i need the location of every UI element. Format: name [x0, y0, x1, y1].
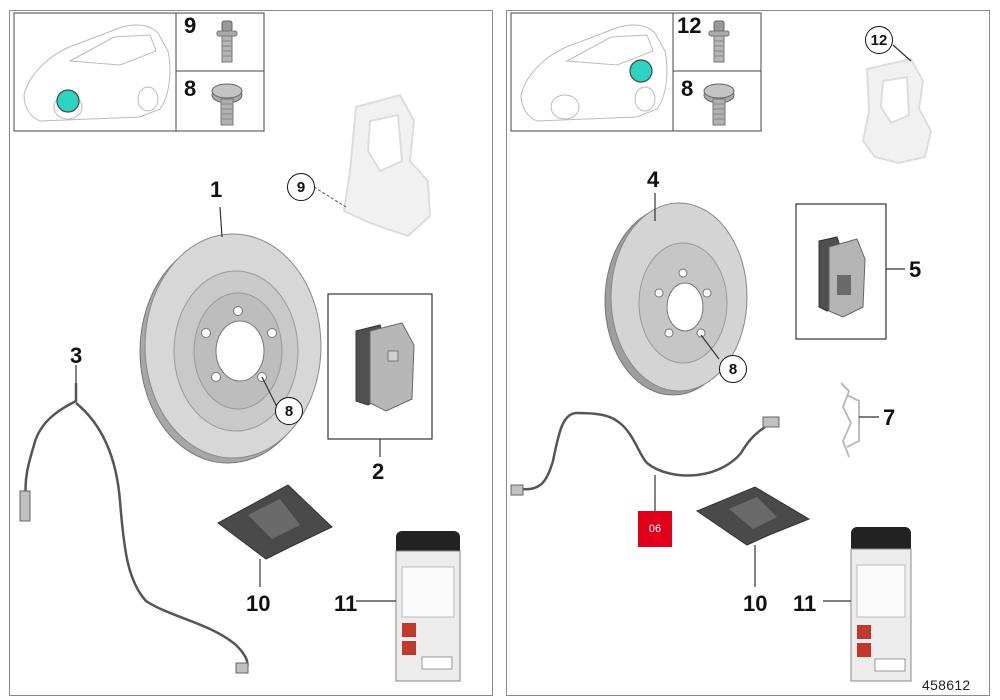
caliper-carrier-icon [861, 57, 933, 165]
spray-can-label: 11 [334, 591, 358, 616]
car-outline-icon [520, 24, 668, 122]
brake-disc-label: 4 [647, 167, 660, 192]
wheel-bolt-ref: 8 [275, 397, 303, 425]
spring-clip-label: 7 [883, 405, 896, 430]
diagram-id: 458612 [922, 677, 971, 693]
assembly-paste-icon [217, 484, 333, 560]
caliper-carrier-ref: 12 [865, 26, 893, 54]
brake-pads-label: 2 [372, 459, 385, 484]
brake-disc-icon [139, 233, 322, 464]
caliper-carrier-icon [342, 93, 432, 238]
spray-can-label: 11 [793, 591, 817, 616]
legend-label-bottom: 8 [184, 76, 197, 101]
brake-disc-label: 1 [210, 177, 223, 202]
wear-sensor-cable-icon [19, 383, 249, 674]
rear-axle-panel: 12 8 12 4 5 7 8 06 10 11 [506, 10, 990, 696]
spray-can-icon [395, 531, 461, 682]
wheel-locator-icon [56, 89, 80, 113]
legend-label-bottom: 8 [681, 76, 694, 101]
assembly-paste-icon [695, 486, 811, 546]
assembly-paste-label: 10 [246, 591, 271, 616]
legend-label-top: 9 [184, 13, 197, 38]
highlighted-part-marker[interactable]: 06 [638, 511, 672, 547]
car-outline-icon [23, 24, 171, 122]
bolt-icon [708, 20, 730, 63]
assembly-paste-label: 10 [743, 591, 768, 616]
brake-disc-icon [604, 202, 748, 396]
spray-can-icon [850, 527, 912, 682]
legend-label-top: 12 [677, 13, 702, 38]
brake-pads-label: 5 [909, 257, 922, 282]
wheel-locator-icon [629, 59, 653, 83]
bolt-icon [216, 20, 238, 63]
front-axle-panel: 9 8 1 2 3 9 8 10 11 [9, 10, 493, 696]
wheel-bolt-icon [211, 83, 243, 126]
wheel-bolt-ref: 8 [719, 355, 747, 383]
wheel-bolt-icon [703, 83, 735, 126]
caliper-carrier-ref: 9 [287, 173, 315, 201]
right-artwork [510, 12, 933, 682]
left-artwork [13, 12, 461, 682]
brake-pads-icon [818, 236, 866, 318]
brake-pads-icon [355, 322, 415, 412]
spring-clip-icon [840, 382, 860, 458]
wear-sensor-label: 3 [70, 343, 83, 368]
wear-sensor-cable-icon [510, 411, 780, 496]
